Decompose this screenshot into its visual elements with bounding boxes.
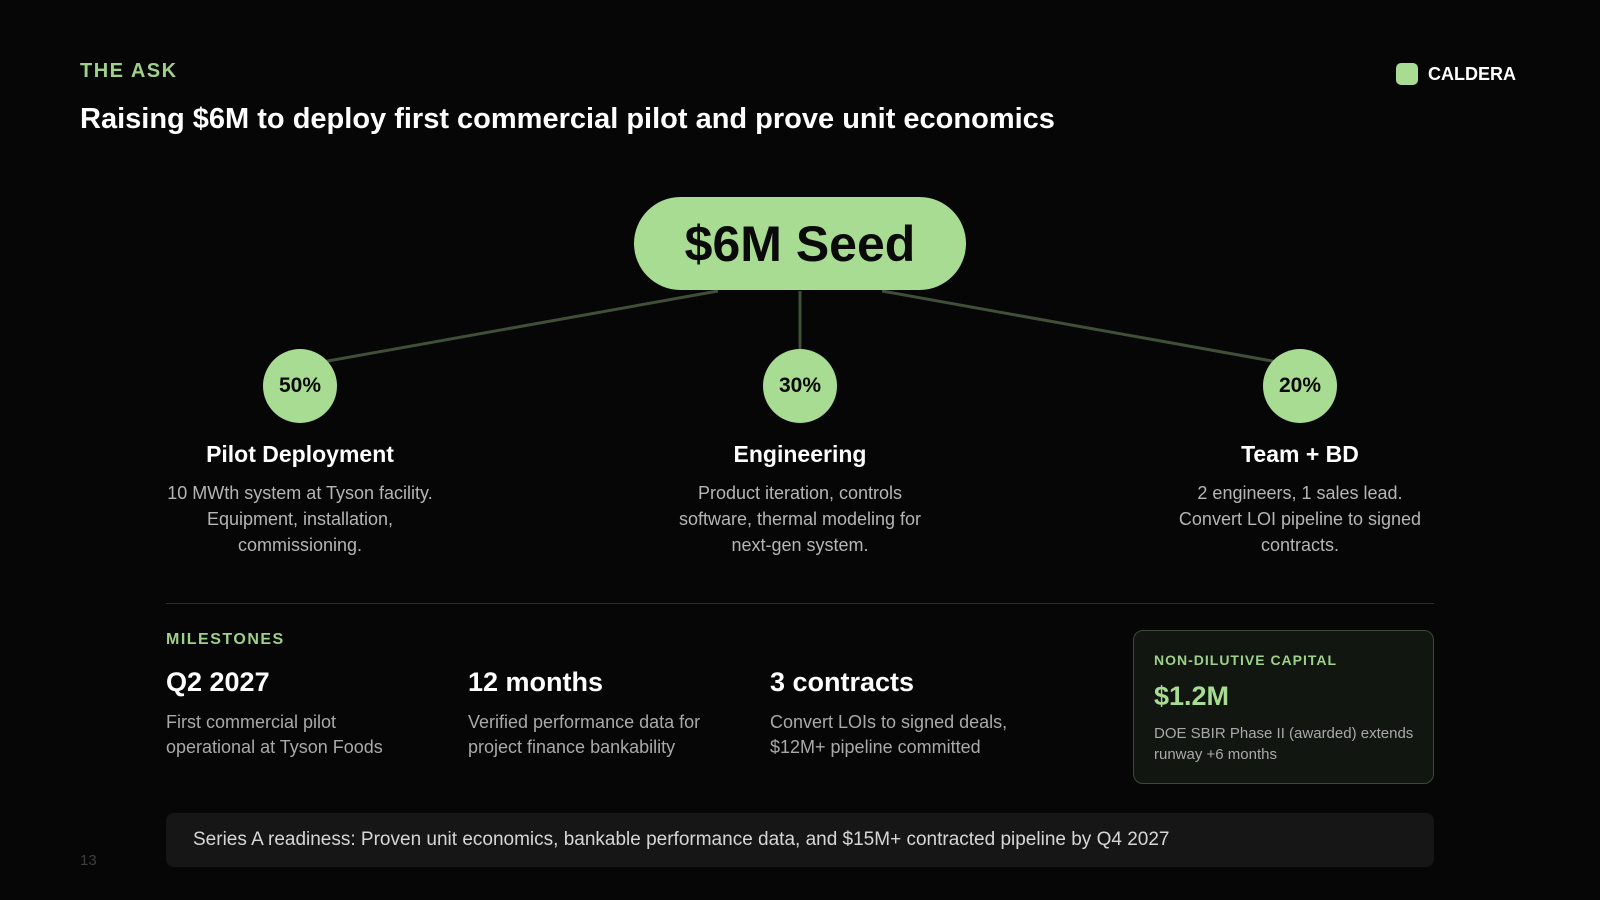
seed-round-pill: $6M Seed bbox=[634, 197, 966, 290]
banner-text: Series A readiness: Proven unit economic… bbox=[193, 829, 1170, 850]
series-a-banner: Series A readiness: Proven unit economic… bbox=[166, 813, 1434, 867]
allocation-percent-badge: 20% bbox=[1263, 349, 1337, 423]
allocation-percent-badge: 50% bbox=[263, 349, 337, 423]
non-dilutive-capital-card: NON-DILUTIVE CAPITAL $1.2M DOE SBIR Phas… bbox=[1133, 630, 1434, 784]
brand-square-icon bbox=[1396, 63, 1418, 85]
capital-description: DOE SBIR Phase II (awarded) extends runw… bbox=[1154, 725, 1414, 763]
brand-logo: CALDERA bbox=[1396, 63, 1516, 85]
allocation-description: Product iteration, controls software, th… bbox=[678, 483, 922, 555]
allocation-description: 10 MWth system at Tyson facility. Equipm… bbox=[167, 483, 433, 555]
milestone-description: First commercial pilot operational at Ty… bbox=[166, 712, 383, 757]
allocation-title: Pilot Deployment bbox=[206, 441, 394, 467]
allocation-title: Team + BD bbox=[1241, 441, 1359, 467]
milestone-value: 12 months bbox=[468, 667, 604, 697]
capital-value: $1.2M bbox=[1154, 681, 1230, 711]
allocation-percent-badge: 30% bbox=[763, 349, 837, 423]
connector-line-right bbox=[881, 289, 1301, 368]
allocation-description: 2 engineers, 1 sales lead. Convert LOI p… bbox=[1178, 483, 1422, 555]
section-divider bbox=[166, 603, 1434, 604]
allocation-title: Engineering bbox=[733, 441, 867, 467]
milestone-description: Verified performance data for project fi… bbox=[468, 712, 701, 757]
brand-name: CALDERA bbox=[1428, 63, 1516, 84]
milestone-value: Q2 2027 bbox=[166, 667, 270, 697]
connector-line-left bbox=[299, 289, 719, 368]
milestone-description: Convert LOIs to signed deals, $12M+ pipe… bbox=[770, 712, 1008, 757]
section-eyebrow: THE ASK bbox=[80, 60, 178, 82]
milestone-value: 3 contracts bbox=[770, 667, 915, 697]
slide-title: Raising $6M to deploy first commercial p… bbox=[80, 103, 1055, 135]
capital-label: NON-DILUTIVE CAPITAL bbox=[1154, 652, 1338, 668]
page-number: 13 bbox=[80, 852, 97, 869]
milestones-label: MILESTONES bbox=[166, 631, 285, 648]
